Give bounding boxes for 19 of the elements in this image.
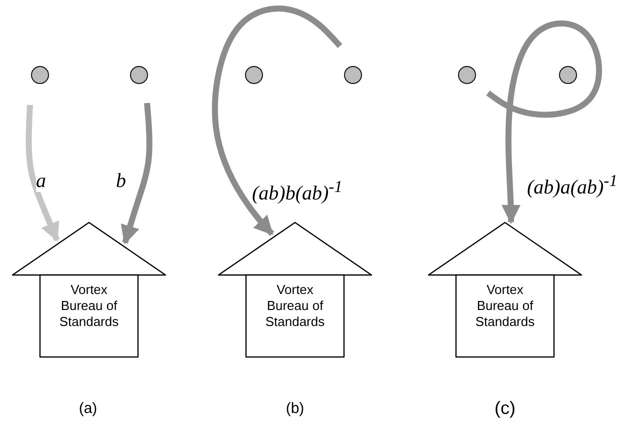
arrow — [120, 102, 152, 245]
vortex-dot — [458, 66, 476, 84]
house-shape — [428, 222, 582, 358]
panel-label: (a) — [78, 400, 98, 417]
vortex-dot — [31, 66, 49, 84]
house-label: Vortex Bureau of Standards — [58, 282, 120, 330]
panel-label: (c) — [494, 398, 516, 419]
vortex-dot — [245, 66, 263, 84]
vortex-dot — [559, 66, 577, 84]
vortex-dot — [130, 66, 148, 84]
house-shape — [218, 222, 372, 358]
panel-label: (b) — [286, 400, 304, 417]
arrow — [26, 104, 60, 242]
house-label: Vortex Bureau of Standards — [474, 282, 536, 330]
house-shape — [12, 222, 166, 358]
vortex-dot — [344, 66, 362, 84]
house-label: Vortex Bureau of Standards — [264, 282, 326, 330]
arrow — [212, 6, 342, 236]
arrow — [486, 20, 602, 224]
